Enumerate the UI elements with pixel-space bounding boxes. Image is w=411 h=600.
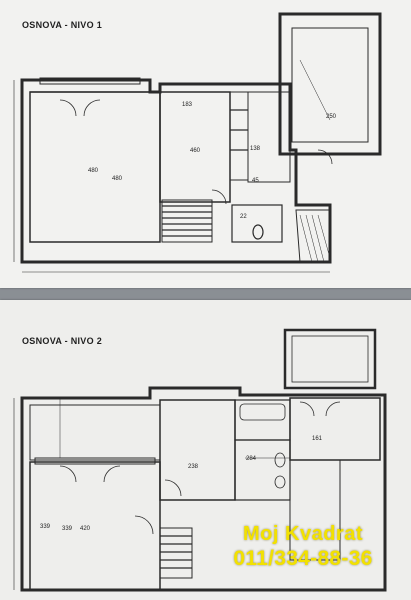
dimension-label: 22 bbox=[240, 214, 247, 220]
dimension-label: 138 bbox=[250, 146, 261, 152]
sheet-title: OSNOVA - NIVO 2 bbox=[22, 336, 103, 346]
dimension-label: 339 bbox=[62, 526, 73, 532]
dimension-label: 480 bbox=[112, 176, 123, 182]
floor-plan-drawing-level-1: 480 480 460 183 138 250 45 22 bbox=[13, 12, 382, 273]
dimension-label: 460 bbox=[190, 148, 201, 154]
dimension-label: 183 bbox=[182, 102, 193, 108]
floor-plan-drawing-level-2: 339 238 339 420 161 284 bbox=[13, 328, 387, 592]
watermark-phone-number: 011/334-88-36 bbox=[233, 547, 373, 570]
dimension-label: 238 bbox=[188, 464, 199, 470]
floor-plan-sheet-level-2: OSNOVA - NIVO 2 bbox=[0, 300, 411, 600]
floor-plan-sheet-level-1: OSNOVA - NIVO 1 bbox=[0, 0, 411, 288]
watermark-agency-name: Moj Kvadrat bbox=[243, 523, 363, 545]
dimension-label: 250 bbox=[326, 114, 337, 120]
sheet-title: OSNOVA - NIVO 1 bbox=[22, 20, 103, 30]
dimension-label: 339 bbox=[40, 524, 51, 530]
dimension-label: 420 bbox=[80, 526, 91, 532]
dimension-label: 161 bbox=[312, 436, 323, 442]
agency-watermark: Moj Kvadrat 011/334-88-36 bbox=[198, 522, 408, 572]
dimension-label: 284 bbox=[246, 456, 257, 462]
dimension-label: 480 bbox=[88, 168, 99, 174]
dimension-label: 45 bbox=[252, 178, 259, 184]
